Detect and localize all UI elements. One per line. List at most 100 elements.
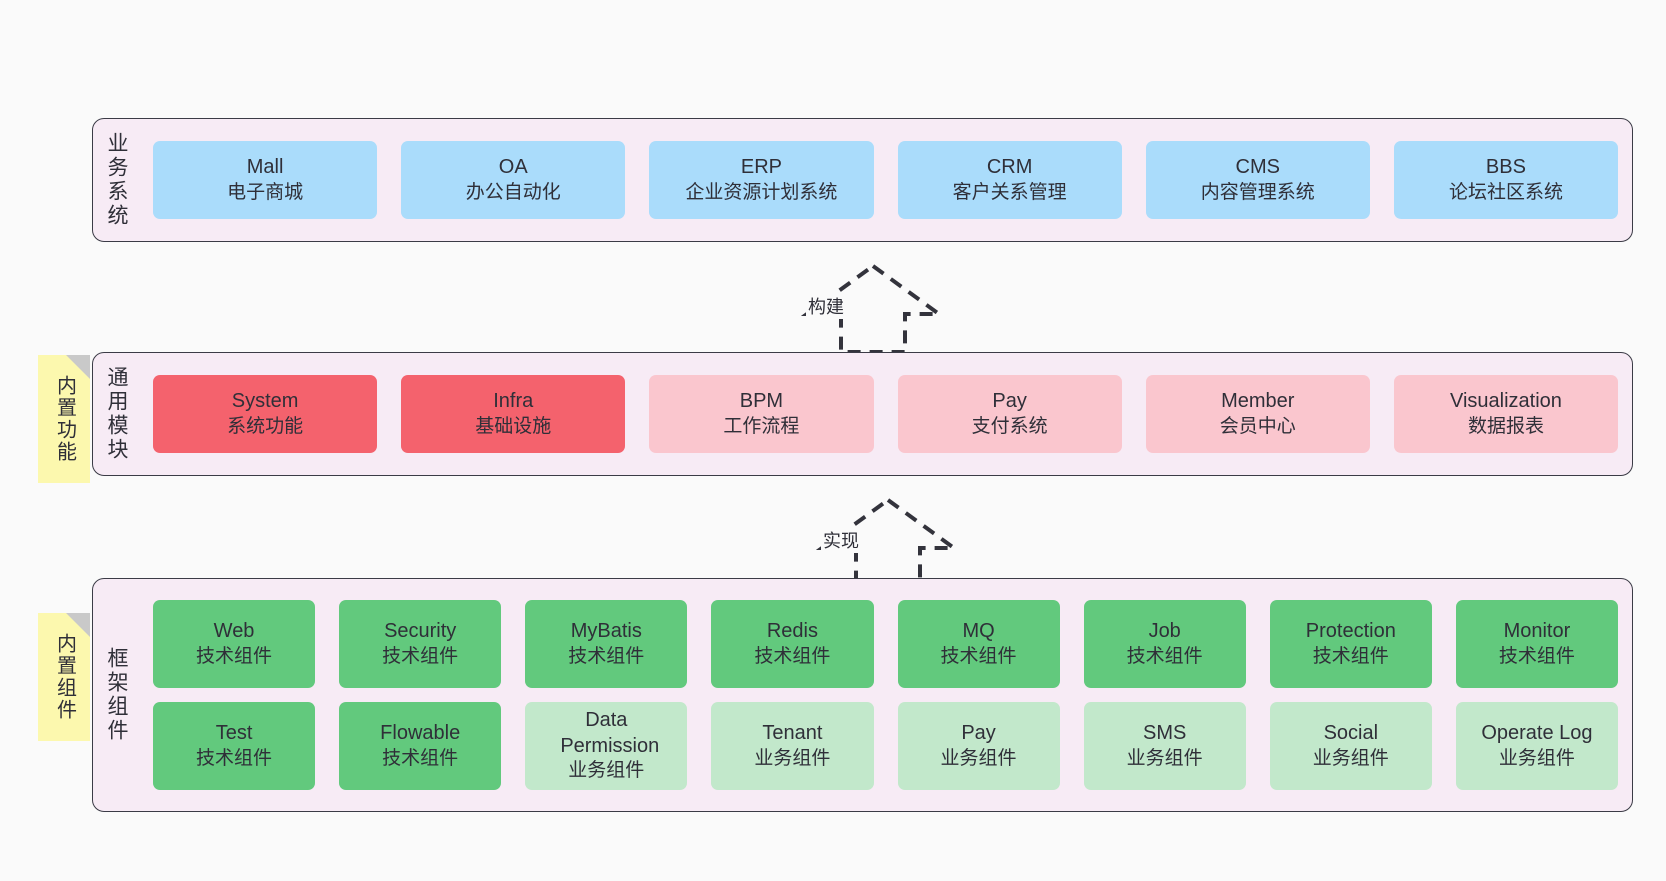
card-monitor[interactable]: Monitor 技术组件 <box>1455 600 1618 688</box>
card-mybatis[interactable]: MyBatis 技术组件 <box>525 600 688 688</box>
card-title: CRM <box>986 156 1033 179</box>
card-title: Test <box>215 722 253 745</box>
card-system[interactable]: System 系统功能 <box>153 375 378 453</box>
card-subtitle: 电子商城 <box>227 181 304 203</box>
card-job[interactable]: Job 技术组件 <box>1083 600 1246 688</box>
card-oa[interactable]: OA 办公自动化 <box>401 141 626 219</box>
card-mall[interactable]: Mall 电子商城 <box>153 141 378 219</box>
card-data-permission[interactable]: Data Permission 业务组件 <box>525 702 688 790</box>
card-subtitle: 技术组件 <box>1498 645 1575 667</box>
card-protection[interactable]: Protection 技术组件 <box>1269 600 1432 688</box>
card-title: Security <box>384 620 457 643</box>
card-title: OA <box>498 156 528 179</box>
note-builtin-components: 内置组件 <box>38 613 90 741</box>
card-test[interactable]: Test 技术组件 <box>153 702 316 790</box>
card-subtitle: 系统功能 <box>227 415 304 437</box>
note-fold-corner-icon <box>66 613 90 637</box>
card-subtitle: 技术组件 <box>940 645 1017 667</box>
card-subtitle: 内容管理系统 <box>1200 181 1315 203</box>
card-crm[interactable]: CRM 客户关系管理 <box>897 141 1122 219</box>
card-subtitle: 技术组件 <box>568 645 645 667</box>
card-infra[interactable]: Infra 基础设施 <box>401 375 626 453</box>
card-subtitle: 数据报表 <box>1467 415 1544 437</box>
card-title: Mall <box>246 156 284 179</box>
card-subtitle: 基础设施 <box>475 415 552 437</box>
card-title: MQ <box>962 620 995 643</box>
card-title: CMS <box>1235 156 1280 179</box>
card-title: Monitor <box>1503 620 1571 643</box>
card-social[interactable]: Social 业务组件 <box>1269 702 1432 790</box>
card-subtitle: 会员中心 <box>1219 415 1296 437</box>
card-pay-component[interactable]: Pay 业务组件 <box>897 702 1060 790</box>
card-row: Test 技术组件 Flowable 技术组件 Data Permission … <box>153 702 1618 790</box>
card-subtitle: 业务组件 <box>940 747 1017 769</box>
card-row: Mall 电子商城 OA 办公自动化 ERP 企业资源计划系统 CRM 客户关系… <box>153 141 1619 219</box>
card-title: System <box>231 390 299 413</box>
layer-title-common-modules: 通用模块 <box>105 366 129 462</box>
layer-business-systems: 业务系统 Mall 电子商城 OA 办公自动化 ERP 企业资源计划系统 CRM… <box>92 118 1633 242</box>
card-subtitle: 工作流程 <box>723 415 800 437</box>
layer-framework-components: 框架组件 Web 技术组件 Security 技术组件 MyBatis 技术组件… <box>92 578 1633 812</box>
card-subtitle: 技术组件 <box>382 747 459 769</box>
card-visualization[interactable]: Visualization 数据报表 <box>1393 375 1619 453</box>
card-title: MyBatis <box>570 620 642 643</box>
note-label: 内置功能 <box>53 375 76 463</box>
card-erp[interactable]: ERP 企业资源计划系统 <box>649 141 874 219</box>
card-member[interactable]: Member 会员中心 <box>1145 375 1370 453</box>
card-title: Infra <box>493 390 534 413</box>
card-subtitle: 技术组件 <box>1312 645 1389 667</box>
card-title: BPM <box>739 390 784 413</box>
card-redis[interactable]: Redis 技术组件 <box>711 600 874 688</box>
card-operate-log[interactable]: Operate Log 业务组件 <box>1455 702 1618 790</box>
card-subtitle: 技术组件 <box>196 747 273 769</box>
card-tenant[interactable]: Tenant 业务组件 <box>711 702 874 790</box>
card-subtitle: 技术组件 <box>1126 645 1203 667</box>
note-label: 内置组件 <box>53 633 76 721</box>
card-row: System 系统功能 Infra 基础设施 BPM 工作流程 Pay 支付系统… <box>153 375 1619 453</box>
layer-body-framework-components: Web 技术组件 Security 技术组件 MyBatis 技术组件 Redi… <box>139 579 1632 811</box>
card-subtitle: 业务组件 <box>1126 747 1203 769</box>
card-title: Job <box>1148 620 1181 643</box>
card-sms[interactable]: SMS 业务组件 <box>1083 702 1246 790</box>
card-bbs[interactable]: BBS 论坛社区系统 <box>1393 141 1619 219</box>
card-pay-module[interactable]: Pay 支付系统 <box>897 375 1122 453</box>
connector-implement-label: 实现 <box>821 527 861 553</box>
card-title: Web <box>213 620 255 643</box>
card-subtitle: 业务组件 <box>1312 747 1389 769</box>
card-subtitle: 论坛社区系统 <box>1448 181 1563 203</box>
layer-body-business-systems: Mall 电子商城 OA 办公自动化 ERP 企业资源计划系统 CRM 客户关系… <box>139 119 1632 241</box>
card-title: Pay <box>992 390 1027 413</box>
card-title: Flowable <box>380 722 461 745</box>
card-subtitle: 企业资源计划系统 <box>685 181 838 203</box>
card-title: SMS <box>1143 722 1187 745</box>
card-flowable[interactable]: Flowable 技术组件 <box>339 702 502 790</box>
card-subtitle: 技术组件 <box>196 645 273 667</box>
card-title: Operate Log <box>1481 722 1593 745</box>
card-title: BBS <box>1485 156 1526 179</box>
connector-build-label: 构建 <box>806 293 846 319</box>
card-title: Pay <box>961 722 996 745</box>
card-cms[interactable]: CMS 内容管理系统 <box>1145 141 1370 219</box>
card-title: Redis <box>766 620 818 643</box>
card-title: Member <box>1221 390 1295 413</box>
card-subtitle: 业务组件 <box>754 747 831 769</box>
card-title: Protection <box>1305 620 1396 643</box>
card-title: Social <box>1323 722 1379 745</box>
card-title: Data Permission <box>560 709 660 757</box>
card-title: ERP <box>740 156 782 179</box>
card-security[interactable]: Security 技术组件 <box>339 600 502 688</box>
card-subtitle: 业务组件 <box>568 760 645 782</box>
card-title: Tenant <box>762 722 823 745</box>
card-title: Visualization <box>1449 390 1562 413</box>
card-bpm[interactable]: BPM 工作流程 <box>649 375 874 453</box>
card-subtitle: 业务组件 <box>1498 747 1575 769</box>
card-mq[interactable]: MQ 技术组件 <box>897 600 1060 688</box>
note-builtin-functions: 内置功能 <box>38 355 90 483</box>
layer-title-business-systems: 业务系统 <box>105 132 129 228</box>
note-fold-corner-icon <box>66 355 90 379</box>
card-web[interactable]: Web 技术组件 <box>153 600 316 688</box>
layer-body-common-modules: System 系统功能 Infra 基础设施 BPM 工作流程 Pay 支付系统… <box>139 353 1632 475</box>
card-subtitle: 客户关系管理 <box>952 181 1067 203</box>
layer-common-modules: 通用模块 System 系统功能 Infra 基础设施 BPM 工作流程 Pay… <box>92 352 1633 476</box>
